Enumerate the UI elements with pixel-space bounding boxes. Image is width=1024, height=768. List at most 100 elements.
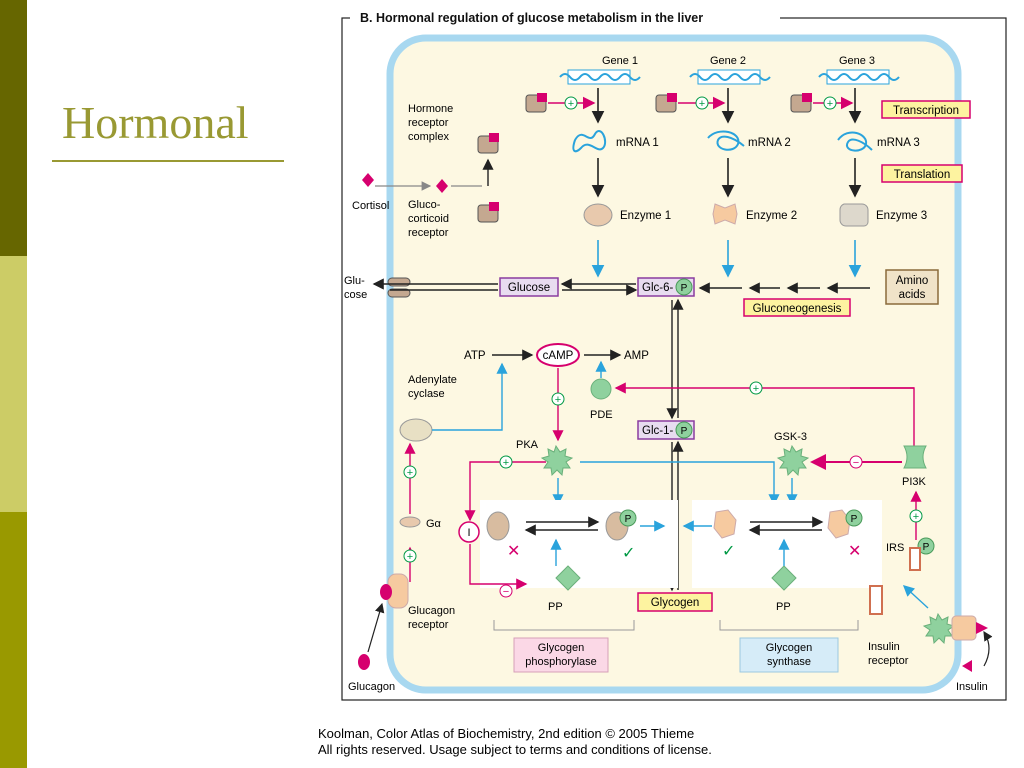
phosphorylase-panel [480, 500, 678, 588]
mrna-3-strand [837, 131, 873, 152]
svg-text:+: + [503, 457, 509, 469]
inactive-cross-icon: ✕ [507, 543, 520, 560]
translation-label [881, 164, 963, 183]
svg-text:P: P [681, 283, 688, 294]
svg-text:+: + [555, 394, 561, 406]
phosphorylase-inactive [486, 511, 510, 541]
svg-text:+: + [753, 383, 759, 395]
enzyme-2-shape [712, 203, 738, 225]
camp-node [536, 343, 580, 367]
pka-enzyme [540, 444, 574, 477]
svg-text:Insulin: Insulin [956, 681, 988, 693]
svg-text:ATP: ATP [464, 350, 486, 362]
adenylate-cyclase [399, 418, 433, 442]
mrna-1-strand [572, 130, 607, 153]
amino-acids-box [885, 269, 939, 305]
glc6p-phosphate [675, 278, 693, 296]
synthase-active [713, 509, 737, 539]
enzyme-3-shape [839, 203, 869, 227]
svg-text:I: I [467, 527, 470, 539]
svg-text:IRS: IRS [886, 542, 904, 554]
svg-text:cAMP: cAMP [543, 350, 574, 362]
g-alpha [399, 516, 421, 528]
hrc-gene-2 [655, 93, 677, 113]
svg-text:Gene 3: Gene 3 [839, 55, 875, 67]
caption-line-1: Koolman, Color Atlas of Biochemistry, 2n… [318, 726, 695, 741]
pi3k-enzyme [903, 445, 927, 469]
svg-text:Glycogen: Glycogen [651, 597, 700, 609]
cortisol-label: Cortisol [352, 200, 389, 212]
title-underline [52, 160, 284, 162]
svg-text:Enzyme 1: Enzyme 1 [620, 210, 671, 222]
plus-badge: + + + [564, 96, 837, 110]
glucagon-molecule [358, 654, 370, 670]
glucose-outside-label: Glu-cose [344, 275, 367, 301]
insulin-molecule [962, 660, 972, 672]
side-bar-olive [0, 512, 27, 768]
slide-title: Hormonal [62, 97, 249, 148]
insulin-receptor [951, 615, 977, 641]
svg-text:PI3K: PI3K [902, 476, 927, 488]
gene-3: Gene 3 [818, 55, 900, 85]
svg-text:Glc-6-: Glc-6- [642, 282, 673, 294]
gene-1: Gene 1 [559, 55, 641, 85]
synthase-inactive [827, 509, 851, 539]
svg-text:AMP: AMP [624, 350, 649, 362]
glc1p-phosphate [675, 421, 693, 439]
hrc-gene-3 [790, 93, 812, 113]
svg-text:Transcription: Transcription [893, 105, 959, 117]
svg-text:−: − [503, 586, 509, 598]
cortisol-bound [436, 179, 448, 193]
source-caption: Koolman, Color Atlas of Biochemistry, 2n… [318, 726, 712, 758]
mrna-2-strand [707, 130, 745, 151]
svg-text:P: P [923, 542, 930, 553]
gsk3-enzyme [776, 444, 810, 477]
gluconeogenesis-label [743, 298, 851, 317]
svg-text:+: + [699, 98, 705, 110]
glucocorticoid-receptor [477, 202, 499, 223]
svg-text:Enzyme 2: Enzyme 2 [746, 210, 797, 222]
cortisol-molecule [362, 173, 374, 187]
enzyme-1-shape [583, 203, 613, 227]
svg-text:P: P [681, 426, 688, 437]
caption-line-2: All rights reserved. Usage subject to te… [318, 742, 712, 757]
pde-enzyme [590, 378, 612, 400]
svg-text:mRNA 3: mRNA 3 [877, 137, 920, 149]
svg-text:Enzyme 3: Enzyme 3 [876, 210, 927, 222]
svg-text:Gα: Gα [426, 518, 442, 530]
insulin-receptor-kinase [922, 612, 956, 645]
svg-text:P: P [851, 514, 858, 525]
svg-text:PP: PP [776, 601, 791, 613]
pp-phosphorylase [555, 565, 581, 591]
svg-text:+: + [407, 551, 413, 563]
svg-text:Gene 2: Gene 2 [710, 55, 746, 67]
side-bar-light [0, 256, 27, 512]
svg-text:Gluconeogenesis: Gluconeogenesis [753, 303, 842, 315]
side-bar-dark [0, 0, 27, 256]
svg-text:Glucagon: Glucagon [348, 681, 395, 693]
glucose-box [499, 277, 559, 297]
inhibitor-1 [458, 521, 480, 543]
svg-text:mRNA 1: mRNA 1 [616, 137, 659, 149]
svg-text:mRNA 2: mRNA 2 [748, 137, 791, 149]
figure-title: B. Hormonal regulation of glucose metabo… [360, 11, 703, 25]
glycogen-synthase-box [739, 637, 839, 673]
inactive-cross-icon-2: ✕ [848, 543, 861, 560]
hrc-gene-1 [525, 93, 547, 113]
hormone-receptor-complex [477, 133, 499, 154]
irs-active [909, 547, 921, 571]
active-check-icon: ✓ [622, 545, 635, 562]
svg-text:PDE: PDE [590, 409, 613, 421]
irs-inactive [869, 585, 883, 615]
glycogen-box [637, 592, 713, 612]
active-check-icon-2: ✓ [722, 543, 735, 560]
svg-text:+: + [913, 511, 919, 523]
svg-text:GSK-3: GSK-3 [774, 431, 807, 443]
